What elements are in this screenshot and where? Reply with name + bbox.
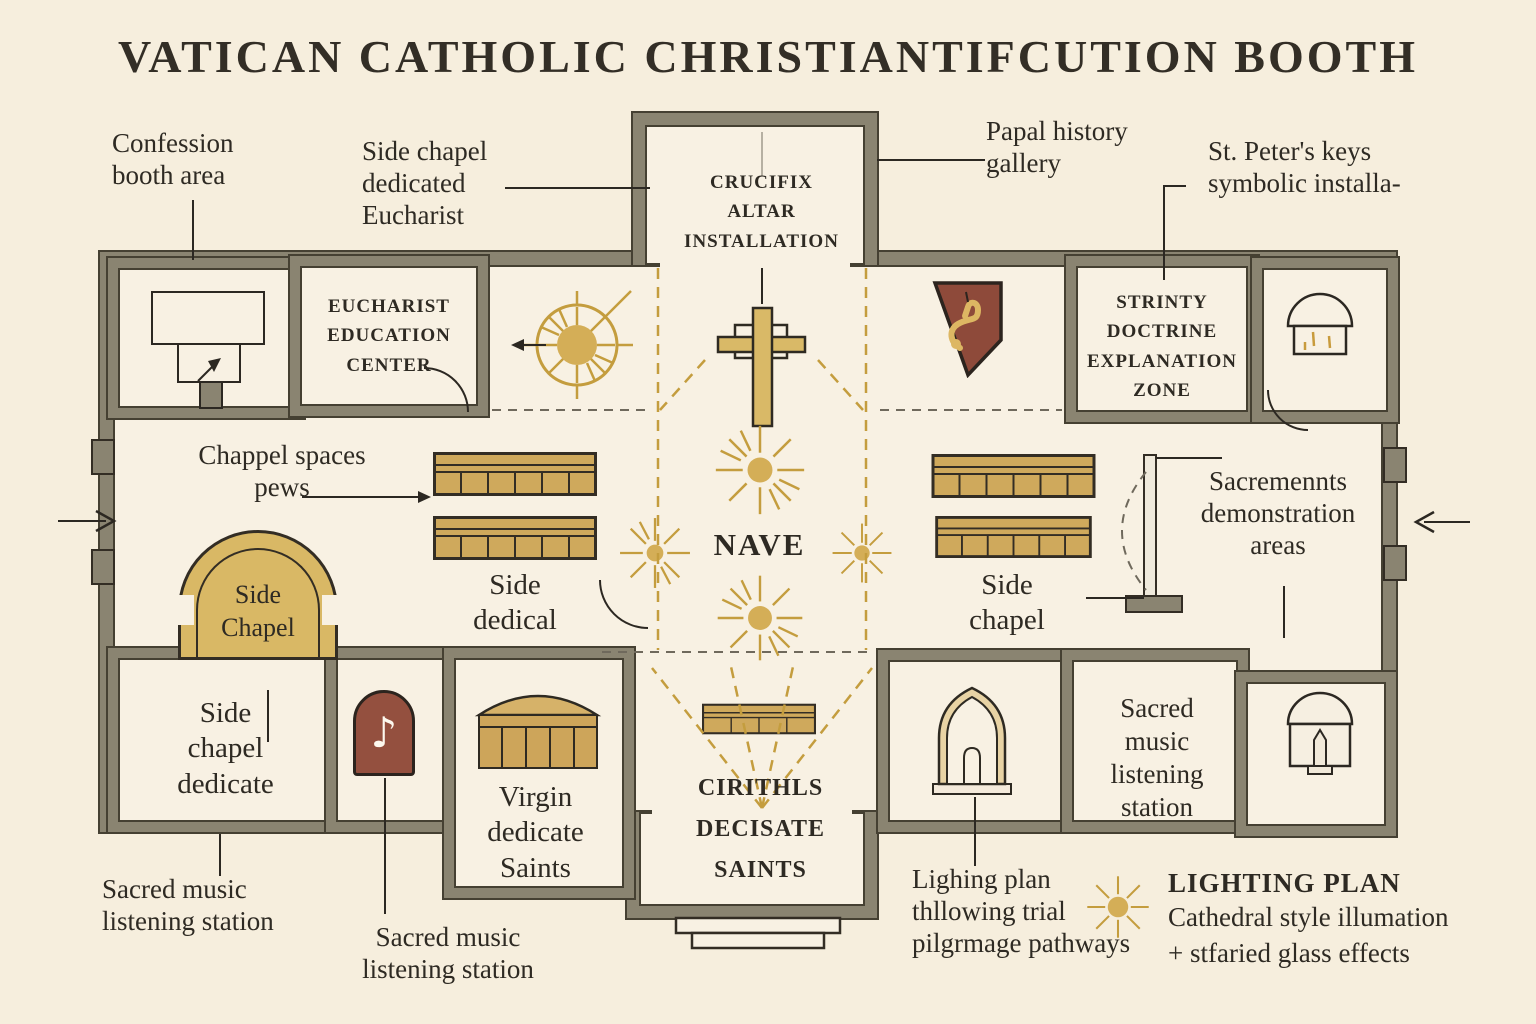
papal-banner-icon [932, 281, 1003, 378]
starburst-left-icon [620, 518, 690, 588]
gazebo-room [878, 650, 1074, 832]
starburst-right-icon [832, 523, 892, 583]
crucifix-icon [716, 306, 807, 428]
callout-papal-history: Papal history gallery [986, 116, 1128, 178]
nave-bottom-opening [652, 808, 852, 834]
room-label-side-dedical: Side dedical [473, 569, 557, 637]
pew-left-2 [433, 516, 597, 560]
pew-entrance [702, 703, 816, 735]
callout-side-chapel-eucharist: Side chapel dedicated Eucharist [362, 136, 488, 230]
pew-left-1 [433, 452, 597, 496]
virgin-altar-icon [474, 694, 602, 769]
gazebo-shrine-icon [932, 686, 1012, 795]
room-label-side-chapel-dedicate: Side chapel dedicate [177, 697, 274, 800]
room-label-trinity-doctrine: STRINTY DOCTRINE EXPLANATION ZONE [1087, 292, 1237, 402]
callout-sacred-music-bottom-center: Sacred music listening station [362, 922, 534, 984]
pew-right-1 [931, 454, 1096, 498]
legend-description: Cathedral style illumation + stfaried gl… [1168, 902, 1449, 968]
callout-sacred-music-bottom-left: Sacred music listening station [102, 874, 274, 936]
page-title: VATICAN CATHOLIC CHRISTIANTIFCUTION BOOT… [117, 31, 1419, 82]
callout-st-peters-keys: St. Peter's keys symbolic installa- [1208, 136, 1401, 198]
dome-room-top-right [1252, 258, 1398, 422]
callout-confession-booth: Confession booth area [112, 128, 234, 190]
confession-room [108, 258, 304, 418]
legend-title: LIGHTING PLAN [1168, 868, 1401, 898]
room-label-crucifix-altar: CRUCIFIX ALTAR INSTALLATION [684, 172, 839, 252]
legend-note: Lighing plan thllowing trial pilgrmage p… [912, 864, 1131, 958]
rose-window-icon [521, 290, 633, 399]
starburst-top-icon [715, 425, 805, 515]
apse-inner-ring [196, 548, 320, 657]
starburst-bottom-icon [717, 575, 803, 661]
altar-tower-walls [633, 113, 877, 265]
virgin-room [444, 648, 634, 898]
room-label-eucharist-education: EUCHARIST EDUCATION CENTER [327, 296, 451, 376]
room-label-nave: NAVE [713, 527, 806, 562]
room-label-virgin-saints: Virgin dedicate Saints [487, 781, 584, 884]
dome-icon-top-right [1286, 292, 1354, 356]
room-label-side-chapel-right: Side chapel [969, 569, 1045, 637]
room-label-sacred-music-station: Sacred music listening station [1110, 693, 1204, 822]
shrine-icon-bottom-right [1286, 691, 1354, 775]
music-note-glyph: ♪ [370, 708, 398, 757]
nave-top-opening [660, 248, 850, 270]
entrance-steps [674, 916, 842, 950]
music-note-arch-icon: ♪ [353, 690, 415, 776]
room-label-cirithls-saints: CIRITHLS DECISATE SAINTS [696, 775, 825, 883]
side-chapel-apse: Side Chapel [177, 530, 339, 660]
legend-sun-icon [1087, 876, 1149, 938]
callout-chapel-spaces-pews: Chappel spaces pews [198, 440, 366, 502]
pew-right-2 [935, 516, 1092, 558]
apse-label: Side Chapel [221, 580, 295, 642]
callout-sacraments-demo: Sacremennts demonstration areas [1200, 466, 1356, 560]
